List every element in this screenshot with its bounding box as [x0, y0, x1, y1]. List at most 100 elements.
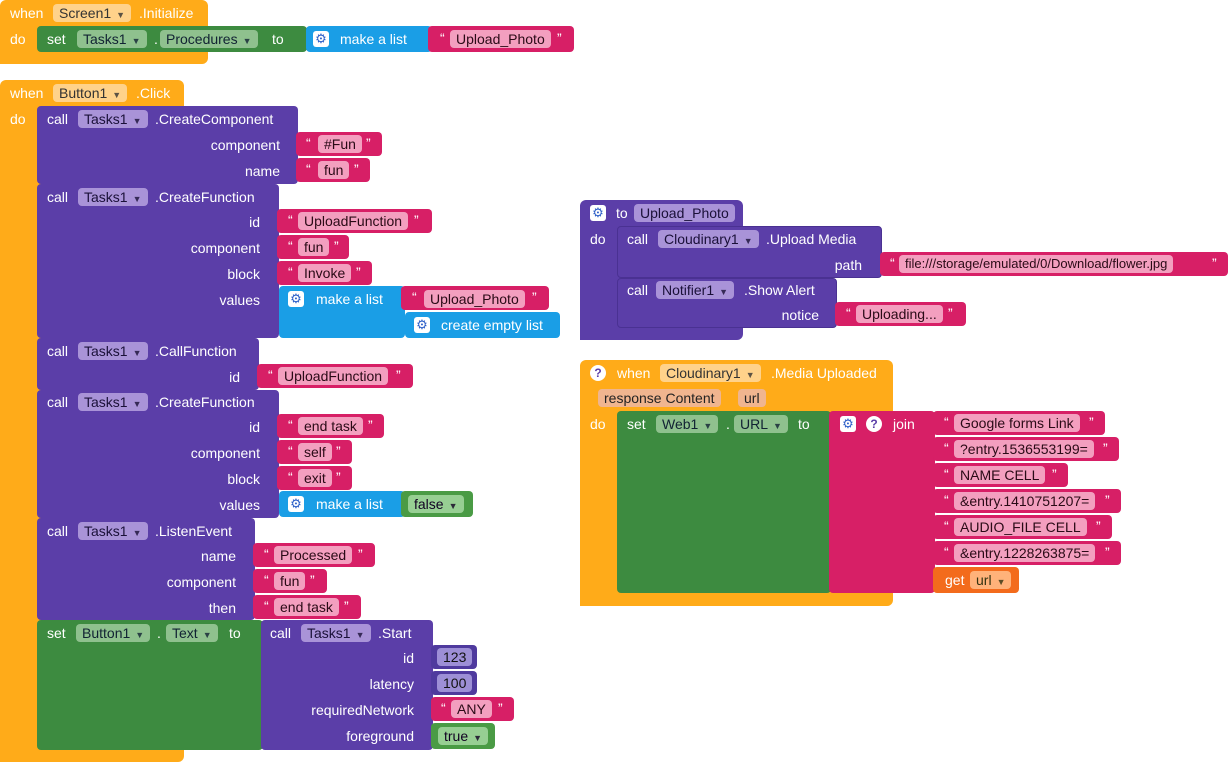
set-button-text-block[interactable]: [37, 620, 263, 750]
dot-separator: .: [154, 31, 158, 47]
dropdown-arrow-icon: ▼: [773, 421, 782, 431]
notice-text[interactable]: Uploading...: [856, 305, 943, 323]
method-label: .Show Alert: [744, 282, 815, 298]
close-quote: ”: [1105, 492, 1110, 508]
method-label: .Upload Media: [766, 231, 857, 247]
call-function-block[interactable]: [37, 338, 259, 390]
text-property-dropdown[interactable]: Text▼: [166, 624, 218, 642]
open-quote: “: [944, 518, 949, 534]
dropdown-arrow-icon: ▼: [116, 10, 126, 20]
arg-value-text[interactable]: fun: [318, 161, 350, 179]
arg-label: id: [249, 419, 260, 435]
param-response-content[interactable]: response Content: [598, 389, 721, 407]
arg-value-text[interactable]: self: [298, 443, 332, 461]
true-dropdown[interactable]: true▼: [438, 727, 489, 745]
open-quote: “: [264, 572, 269, 588]
tasks1-dropdown[interactable]: Tasks1▼: [78, 393, 148, 411]
procedure-name-field[interactable]: Upload_Photo: [634, 204, 735, 222]
join-block[interactable]: [829, 411, 935, 593]
dropdown-arrow-icon: ▼: [743, 236, 753, 246]
close-quote: ”: [1052, 466, 1057, 482]
url-property-dropdown[interactable]: URL▼: [734, 415, 788, 433]
arg-value-text[interactable]: end task: [274, 598, 339, 616]
close-quote: ”: [366, 135, 371, 151]
open-quote: “: [264, 546, 269, 562]
close-quote: ”: [354, 161, 359, 177]
call-keyword: call: [47, 523, 69, 539]
dropdown-arrow-icon: ▼: [703, 421, 713, 431]
number-value[interactable]: 123: [437, 648, 473, 666]
button1-dropdown[interactable]: Button1▼: [53, 84, 128, 102]
close-quote: ”: [414, 212, 419, 228]
gear-icon[interactable]: ⚙: [414, 317, 430, 333]
arg-value-text[interactable]: Upload_Photo: [424, 290, 525, 308]
dropdown-arrow-icon: ▼: [473, 733, 483, 743]
join-item-text[interactable]: AUDIO_FILE CELL: [954, 518, 1087, 536]
arg-label: block: [227, 266, 260, 282]
open-quote: “: [440, 30, 445, 46]
create-function-block[interactable]: [37, 390, 279, 518]
set-web-url-block[interactable]: [617, 411, 831, 593]
join-item-text[interactable]: &entry.1410751207=: [954, 492, 1096, 510]
arg-value-text[interactable]: Processed: [274, 546, 353, 564]
close-quote: ”: [557, 30, 562, 46]
gear-icon[interactable]: ⚙: [840, 416, 856, 432]
arg-value-text[interactable]: ANY: [451, 700, 492, 718]
tasks1-dropdown[interactable]: Tasks1▼: [78, 188, 148, 206]
method-label: .CreateFunction: [155, 189, 255, 205]
help-icon[interactable]: ?: [866, 416, 882, 432]
screen1-dropdown[interactable]: Screen1▼: [53, 4, 132, 22]
tasks1-dropdown[interactable]: Tasks1▼: [77, 30, 147, 48]
arg-value-text[interactable]: UploadFunction: [298, 212, 409, 230]
call-keyword: call: [270, 625, 292, 641]
arg-label: component: [210, 137, 280, 153]
procedures-dropdown[interactable]: Procedures▼: [160, 30, 258, 48]
create-empty-list-block[interactable]: [405, 312, 560, 338]
tasks1-dropdown[interactable]: Tasks1▼: [78, 110, 148, 128]
arg-value-text[interactable]: Invoke: [298, 264, 352, 282]
tasks1-dropdown[interactable]: Tasks1▼: [78, 522, 148, 540]
call-keyword: call: [47, 111, 69, 127]
arg-value-text[interactable]: fun: [298, 238, 330, 256]
arg-label: block: [227, 471, 260, 487]
arg-value-text[interactable]: UploadFunction: [278, 367, 389, 385]
help-icon[interactable]: ?: [590, 365, 606, 381]
gear-icon[interactable]: ⚙: [288, 496, 304, 512]
call-keyword: call: [627, 231, 649, 247]
false-dropdown[interactable]: false▼: [408, 495, 464, 513]
create-function-block[interactable]: [37, 184, 279, 338]
close-quote: ”: [1105, 544, 1110, 560]
tasks1-dropdown[interactable]: Tasks1▼: [78, 342, 148, 360]
arg-value-text[interactable]: fun: [274, 572, 306, 590]
cloudinary1-dropdown[interactable]: Cloudinary1▼: [660, 364, 761, 382]
arg-value-text[interactable]: end task: [298, 417, 363, 435]
get-keyword: get: [945, 572, 965, 588]
gear-icon[interactable]: ⚙: [313, 31, 329, 47]
join-item-text[interactable]: ?entry.1536553199=: [954, 440, 1094, 458]
open-quote: “: [288, 264, 293, 280]
make-list-label: make a list: [316, 291, 383, 307]
button1-dropdown[interactable]: Button1▼: [76, 624, 151, 642]
join-item-text[interactable]: NAME CELL: [954, 466, 1046, 484]
cloudinary1-dropdown[interactable]: Cloudinary1▼: [658, 230, 759, 248]
notifier1-dropdown[interactable]: Notifier1▼: [656, 281, 735, 299]
close-quote: ”: [498, 700, 503, 716]
gear-icon[interactable]: ⚙: [288, 291, 304, 307]
upload-photo-text[interactable]: Upload_Photo: [450, 30, 551, 48]
gear-icon[interactable]: ⚙: [590, 205, 606, 221]
method-label: .Start: [378, 625, 412, 641]
number-value[interactable]: 100: [437, 674, 473, 692]
arg-value-text[interactable]: #Fun: [318, 135, 362, 153]
url-variable-dropdown[interactable]: url▼: [970, 571, 1012, 589]
join-item-text[interactable]: Google forms Link: [954, 414, 1080, 432]
param-url[interactable]: url: [738, 389, 766, 407]
arg-value-text[interactable]: exit: [298, 469, 332, 487]
path-text[interactable]: file:///storage/emulated/0/Download/flow…: [899, 255, 1174, 273]
tasks1-dropdown[interactable]: Tasks1▼: [301, 624, 371, 642]
arg-label: id: [403, 650, 414, 666]
web1-dropdown[interactable]: Web1▼: [656, 415, 719, 433]
close-quote: ”: [336, 443, 341, 459]
close-quote: ”: [1103, 440, 1108, 456]
dropdown-arrow-icon: ▼: [132, 399, 142, 409]
join-item-text[interactable]: &entry.1228263875=: [954, 544, 1096, 562]
